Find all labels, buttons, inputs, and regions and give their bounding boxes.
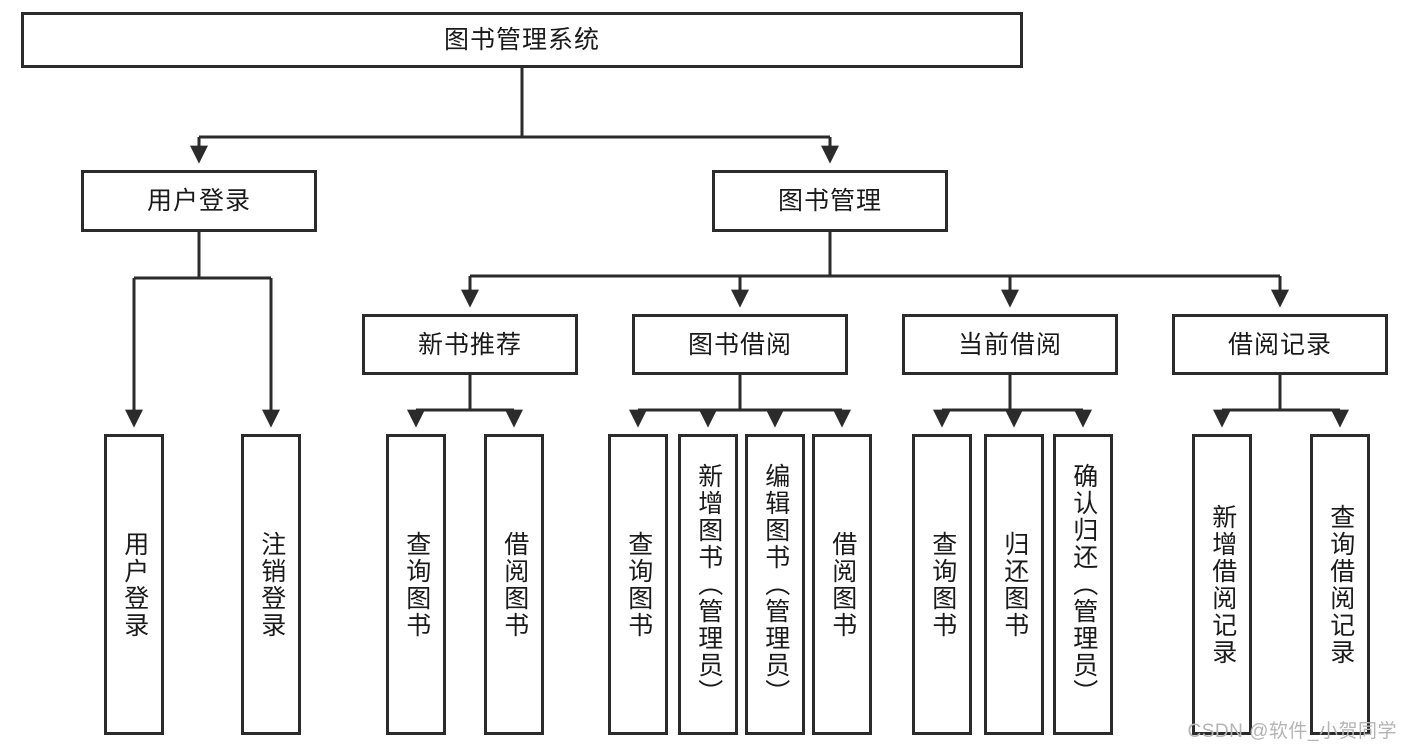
node-book-management-label: 图书管理 bbox=[777, 187, 882, 215]
leaf-confirm-return-admin[interactable]: 确认归还（管理员） bbox=[1053, 434, 1113, 735]
leaf-query-book-borrow-label: 查询图书 bbox=[624, 530, 653, 639]
leaf-borrow-book-recommend-label: 借阅图书 bbox=[500, 530, 529, 639]
leaf-return-book[interactable]: 归还图书 bbox=[984, 434, 1044, 735]
node-current-borrow[interactable]: 当前借阅 bbox=[902, 314, 1118, 375]
leaf-return-book-label: 归还图书 bbox=[1000, 530, 1029, 639]
node-user-login[interactable]: 用户登录 bbox=[81, 170, 317, 232]
leaf-user-login[interactable]: 用户登录 bbox=[104, 434, 164, 735]
leaf-query-book-recommend-label: 查询图书 bbox=[402, 530, 431, 639]
leaf-borrow-book-label: 借阅图书 bbox=[828, 530, 857, 639]
node-borrow-record-label: 借阅记录 bbox=[1227, 330, 1332, 359]
node-borrow-record[interactable]: 借阅记录 bbox=[1172, 314, 1388, 375]
node-new-book-recommend[interactable]: 新书推荐 bbox=[362, 314, 578, 375]
leaf-query-borrow-record[interactable]: 查询借阅记录 bbox=[1310, 434, 1370, 735]
node-new-book-recommend-label: 新书推荐 bbox=[417, 330, 522, 359]
leaf-confirm-return-admin-label: 确认归还（管理员） bbox=[1069, 463, 1098, 706]
leaf-query-book-current[interactable]: 查询图书 bbox=[912, 434, 972, 735]
leaf-logout[interactable]: 注销登录 bbox=[241, 434, 301, 735]
node-user-login-label: 用户登录 bbox=[146, 187, 251, 215]
leaf-query-book-current-label: 查询图书 bbox=[928, 530, 957, 639]
watermark: CSDN @软件_小贺同学 bbox=[1187, 721, 1397, 742]
node-book-borrow-label: 图书借阅 bbox=[687, 330, 792, 359]
leaf-query-book-recommend[interactable]: 查询图书 bbox=[386, 434, 446, 735]
node-current-borrow-label: 当前借阅 bbox=[957, 330, 1062, 359]
leaf-add-book-admin-label: 新增图书（管理员） bbox=[694, 463, 723, 706]
leaf-user-login-label: 用户登录 bbox=[120, 530, 149, 639]
leaf-add-book-admin[interactable]: 新增图书（管理员） bbox=[678, 434, 738, 735]
node-book-management[interactable]: 图书管理 bbox=[712, 170, 948, 232]
leaf-logout-label: 注销登录 bbox=[257, 530, 286, 639]
leaf-borrow-book-recommend[interactable]: 借阅图书 bbox=[484, 434, 544, 735]
leaf-edit-book-admin[interactable]: 编辑图书（管理员） bbox=[745, 434, 805, 735]
leaf-borrow-book[interactable]: 借阅图书 bbox=[812, 434, 872, 735]
node-root-label: 图书管理系统 bbox=[443, 26, 600, 54]
leaf-add-borrow-record-label: 新增借阅记录 bbox=[1208, 503, 1237, 666]
node-book-borrow[interactable]: 图书借阅 bbox=[632, 314, 848, 375]
leaf-query-book-borrow[interactable]: 查询图书 bbox=[608, 434, 668, 735]
leaf-query-borrow-record-label: 查询借阅记录 bbox=[1326, 503, 1355, 666]
leaf-edit-book-admin-label: 编辑图书（管理员） bbox=[761, 463, 790, 706]
node-root[interactable]: 图书管理系统 bbox=[21, 12, 1023, 68]
leaf-add-borrow-record[interactable]: 新增借阅记录 bbox=[1192, 434, 1252, 735]
